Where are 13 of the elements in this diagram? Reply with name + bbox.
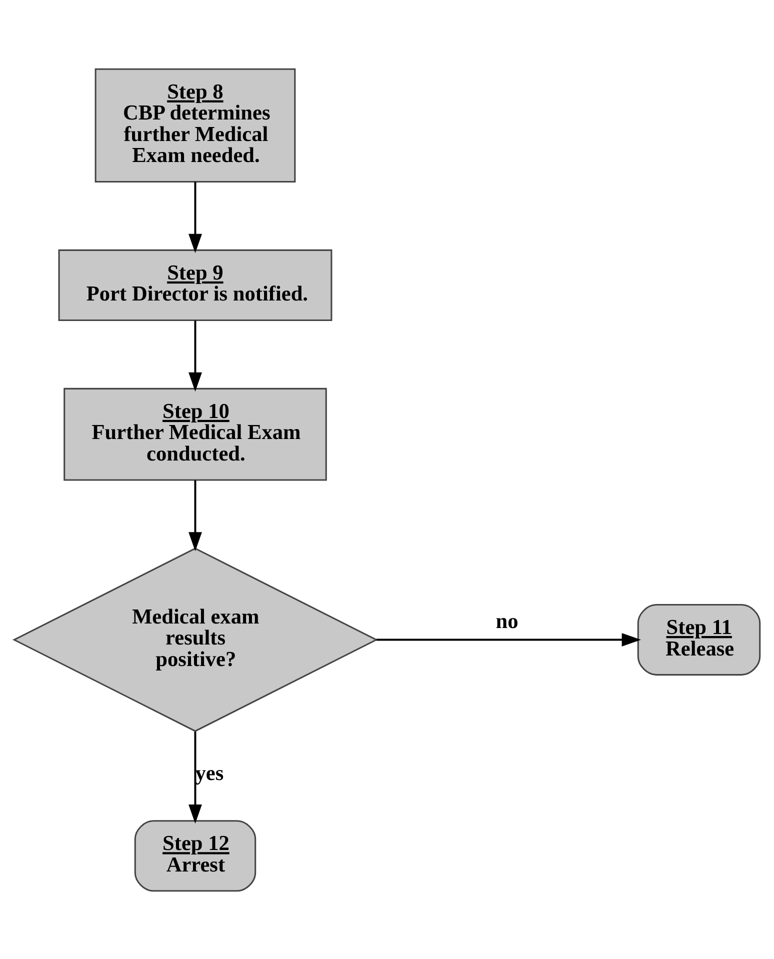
- arrow: [376, 632, 641, 646]
- edge-label: no: [496, 608, 518, 632]
- node-box: Step 9 Port Director is notified.: [58, 248, 332, 320]
- node-box: Step 12 Arrest: [134, 820, 256, 892]
- arrow: [188, 181, 202, 253]
- node-box: Step 10 Further Medical Exam conducted.: [64, 387, 327, 480]
- node-diamond: Medical exam results positive?: [12, 547, 378, 732]
- node-box: Step 8 CBP determines further Medical Exam needed.: [94, 68, 296, 182]
- arrow: [188, 480, 202, 551]
- node-box: Step 11 Release: [637, 604, 761, 676]
- edge-label: yes: [195, 760, 224, 785]
- arrow: [188, 731, 202, 824]
- arrow: [188, 320, 202, 392]
